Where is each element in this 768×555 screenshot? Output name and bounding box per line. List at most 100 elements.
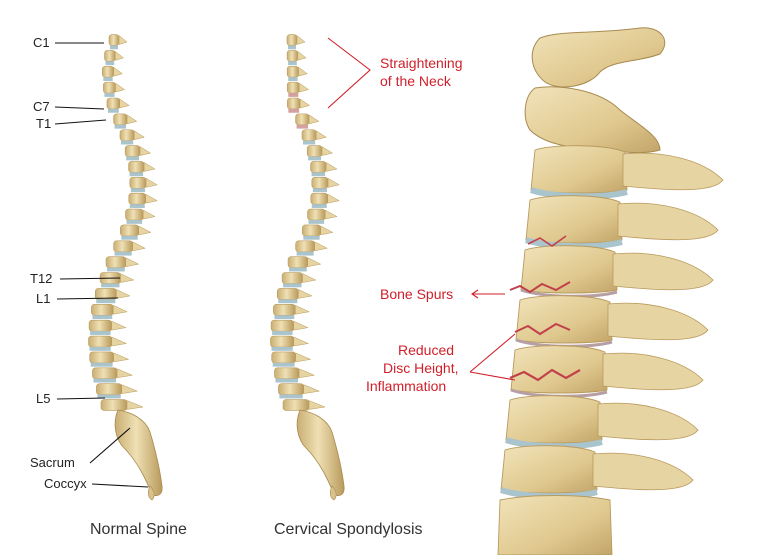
spondylosis-spinous-process [315, 130, 327, 141]
normal-disc [104, 93, 115, 97]
normal-disc [114, 251, 132, 256]
normal-disc [126, 156, 140, 161]
leader-straightening [327, 37, 371, 109]
leader-l5 [56, 397, 106, 400]
spondylosis-spinous-process [297, 50, 307, 61]
label-bone-spurs: Bone Spurs [380, 286, 453, 302]
spondylosis-disc [283, 283, 302, 288]
spondylosis-vertebra [270, 335, 295, 348]
normal-disc [121, 235, 138, 240]
normal-disc [114, 124, 127, 129]
spondylosis-disc [288, 45, 296, 50]
normal-spinous-process [138, 225, 152, 236]
spondylosis-vertebra [276, 288, 299, 300]
spondylosis-vertebra [286, 34, 298, 46]
spondylosis-disc [272, 362, 295, 367]
normal-spinous-process [118, 35, 128, 45]
caption-normal-spine: Normal Spine [90, 521, 187, 538]
normal-spine-illustration [88, 34, 163, 501]
normal-disc [97, 394, 121, 399]
normal-vertebra [105, 256, 127, 268]
label-l5: L5 [36, 391, 50, 406]
spondylosis-spinous-process [294, 304, 310, 315]
normal-spinous-process [133, 130, 145, 141]
label-coccyx: Coccyx [44, 476, 87, 491]
spondylosis-spinous-process [296, 35, 306, 45]
normal-spinous-process [132, 241, 146, 252]
spondylosis-spinous-process [298, 368, 316, 379]
closeup-articular-process [607, 302, 709, 341]
spondylosis-vertebra [310, 192, 329, 205]
normal-spinous-process [126, 114, 138, 125]
spondylosis-vertebra [307, 208, 326, 221]
leader-bone-spurs-arrow [471, 289, 479, 299]
normal-spinous-process [121, 384, 139, 394]
normal-vertebra [96, 383, 123, 395]
spondylosis-vertebra [270, 319, 294, 332]
spondylosis-spinous-process [327, 177, 340, 188]
spondylosis-spinous-process [298, 289, 313, 299]
normal-sacrum [114, 409, 163, 496]
normal-spinous-process [116, 368, 134, 379]
closeup-vertebral-body [500, 445, 598, 494]
normal-spinous-process [114, 50, 125, 61]
closeup-articular-process [622, 152, 724, 191]
spondylosis-vertebra [278, 383, 305, 395]
normal-spinous-process [119, 98, 130, 109]
closeup-vertebral-body [515, 295, 613, 344]
normal-spinous-process [113, 66, 123, 77]
normal-disc [105, 61, 115, 66]
label-reduced-1: Reduced [398, 342, 454, 358]
normal-vertebra [128, 192, 147, 205]
label-t12: T12 [30, 271, 52, 286]
spondylosis-spinous-process [308, 114, 320, 125]
spondylosis-spinous-process [321, 146, 334, 156]
normal-vertebra [125, 208, 144, 221]
normal-disc [96, 299, 116, 304]
leader-c7 [54, 106, 105, 110]
closeup-vertebral-body [520, 245, 618, 294]
spondylosis-disc [308, 156, 322, 161]
leader-t12 [59, 277, 121, 280]
spondylosis-spinous-process [314, 241, 328, 252]
closeup-spur-upper [509, 281, 571, 294]
spondylosis-spinous-process [325, 162, 338, 172]
normal-spinous-process [145, 177, 158, 188]
spondylosis-disc [274, 315, 295, 320]
spondylosis-disc [303, 235, 320, 240]
normal-vertebra [103, 81, 116, 94]
normal-vertebra [88, 335, 113, 348]
spondylosis-spinous-process [299, 82, 309, 93]
spondylosis-vertebra [302, 224, 321, 237]
normal-spinous-process [116, 289, 131, 299]
normal-spinous-process [111, 320, 127, 331]
spondylosis-spinous-process [293, 320, 309, 331]
spondylosis-vertebra [287, 97, 301, 110]
spondylosis-coccyx [329, 485, 337, 501]
normal-vertebra [124, 145, 141, 157]
label-t1: T1 [36, 116, 51, 131]
normal-vertebra [113, 240, 133, 253]
normal-vertebra [128, 161, 145, 173]
spondylosis-vertebrae-stack [270, 34, 340, 411]
closeup-articular-process [617, 202, 719, 241]
spondylosis-vertebra [282, 399, 310, 411]
normal-spinous-process [143, 162, 156, 172]
spondylosis-spinous-process [299, 98, 311, 109]
normal-spinous-process [112, 304, 128, 315]
spondylosis-vertebra [274, 367, 300, 380]
caption-cervical-spondylosis: Cervical Spondylosis [274, 521, 423, 538]
normal-vertebra [89, 351, 114, 364]
normal-disc [90, 331, 111, 335]
spondylosis-disc [308, 220, 325, 224]
normal-disc [129, 172, 144, 177]
closeup-vertebral-body [530, 145, 628, 194]
spondylosis-spinous-process [302, 273, 317, 283]
normal-spinous-process [115, 82, 126, 93]
normal-disc [110, 45, 118, 50]
spondylosis-labels: Straightening of the Neck Bone Spurs Red… [274, 37, 516, 538]
label-straightening-1: Straightening [380, 55, 463, 71]
normal-spine-labels: C1 C7 T1 T12 L1 L5 Sacrum Coccyx Normal … [30, 35, 187, 538]
spondylosis-spinous-process [327, 193, 340, 204]
closeup-spur-lower [514, 322, 571, 336]
